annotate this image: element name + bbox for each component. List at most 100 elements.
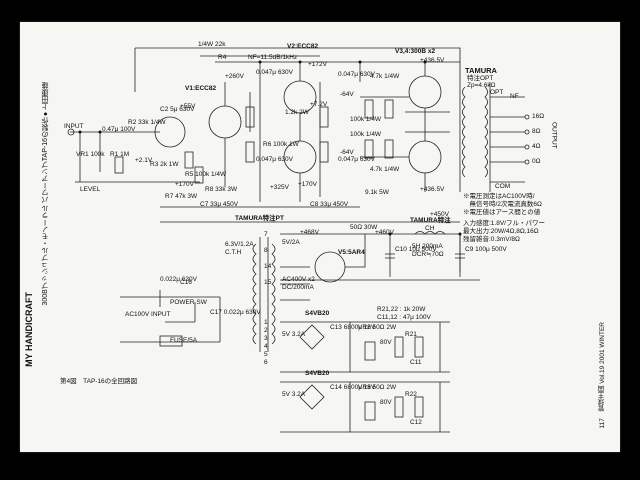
r6-label: R6 100k 1W [263,141,299,148]
voltage-14: -64V [340,91,354,98]
c6-label: 0.047μ 630V [338,156,375,163]
pin-15: 15 [264,279,272,286]
c8-label: C8 33μ 450V [310,201,349,208]
voltage-12: +468V [300,229,319,236]
pt-tap-3: 5V/2A [282,239,300,246]
pin-3: 3 [264,335,268,342]
note-1: ※電圧測定はAC100V時/ [463,193,535,200]
voltage-4: +170V [175,181,194,188]
c11-name: C11 [410,359,422,366]
voltage-6: +325V [270,184,289,191]
c17-label: C17 0.022μ 630V [210,309,261,316]
note-4: 入力感度:1.8V/フル・パワー [463,220,545,227]
pin-6: 6 [264,359,268,366]
c3-label: 0.047μ 630V [256,69,293,76]
vr3-label: VR3 50Ω 2W [358,384,397,391]
pin-5: 5 [264,351,268,358]
note-5: 最大出力:20W/4Ω,8Ω,16Ω [463,228,539,235]
pt-tap-4: AC400V x2 [282,276,315,283]
pt-tap-5: DC/200mA [282,284,314,291]
v1-label: V1:ECC82 [185,85,217,92]
r14-label: 100k 1/4W [350,131,382,138]
opt-z: Zp=4.6kΩ [467,82,496,89]
c1-label: 0.47μ 100V [102,126,136,133]
note-2: 無信号時/2次電流真数6Ω [463,201,542,208]
voltage-7: +172V [308,61,327,68]
ch-dcr: DCR≒70Ω [412,251,444,258]
c14-label: C14 6800μ 16V [330,384,376,391]
brand-label: MY HANDICRAFT [24,292,34,367]
vr1-label: VR1 100k [76,151,105,158]
tap-0: 0Ω [532,158,541,165]
pt-tap-2: C.T.H [225,249,242,256]
com-label: COM [495,183,511,190]
r3-label: R3 2k 1W [150,161,179,168]
ch-spec: 5H 200mA [412,243,443,250]
pin-2: 2 [264,327,268,334]
r22-name: R22 [405,391,417,398]
c7-label: C7 33μ 450V [200,201,239,208]
level-label: LEVEL [80,186,101,193]
article-title: 300Bプッシュプル・モノーラル パワーアンプTAP-16の製作●上田康雄 [42,82,49,306]
c4-label: 0.047μ 630V [256,156,293,163]
power-sw-label: POWER SW [170,299,207,306]
pin-4: 4 [264,343,268,350]
c12-name: C12 [410,419,422,426]
r9-label: 9.1k 5W [365,189,389,196]
r12-label: 4.7k 1/4W [370,166,400,173]
r20-label: 50Ω 30W [350,224,378,231]
voltage-9: +436.5V [420,57,445,64]
heater-tap-1: 5V 3.2A [282,331,306,338]
voltage-8: +7.2V [310,101,328,108]
input-label: INPUT [64,123,84,130]
pin-1: 1 [264,319,268,326]
pt-label: TAMURA特注PT [235,215,284,222]
r7-label: R7 47k 3W [165,193,198,200]
c5-label: 0.047μ 630V [338,71,375,78]
magazine-page: MY HANDICRAFT 300Bプッシュプル・モノーラル パワーアンプTAP… [20,22,620,452]
r5-label: R5 100k 1/4W [185,171,227,178]
voltage-10: +436.5V [420,186,445,193]
note-6: 残留雑音:0.3mV/8Ω [463,236,520,243]
page-footer: 117 管球王国 Vol.19 2001 WINTER [599,322,606,429]
r4-name: R4 [218,54,227,61]
note-3: ※電圧値はアース間との値 [463,209,541,216]
vr2-label: VR2 50Ω 2W [358,324,397,331]
opt-note: 特注OPT [467,75,494,82]
r1-label: R1 1M [110,151,130,158]
c2-label: C2 5μ 630V [160,106,195,113]
r2-label: R2 33k 1/4W [128,119,166,126]
voltage-11: +450V [430,211,449,218]
pt-tap-1: 6.3V/1.2A [225,241,254,248]
c15-label: 0.022μ 630V [160,276,197,283]
r8-label: R8 33k 3W [205,186,238,193]
fuse-label: FUSE/5A [170,337,198,344]
tap-4: 4Ω [532,143,541,150]
r4-value: 1/4W 22k [198,41,226,48]
voltage-5: +170V [298,181,317,188]
c13-label: C13 6800μ 16V [330,324,376,331]
opt-brand: TAMURA [465,66,497,75]
pin-14: 14 [264,263,272,270]
r21-label: R21,22 : 1k 20W [377,306,426,313]
tap-16: 16Ω [532,113,545,120]
bridge-label-2: S4VB20 [305,370,330,377]
voltage-3: +2.1V [135,157,153,164]
tap-8: 8Ω [532,128,541,135]
pin-7: 7 [264,231,268,238]
ac-input-label: AC100V INPUT [125,311,171,318]
c9-label: C9 100μ 500V [465,246,507,253]
v80-label-2: 80V [380,399,392,406]
r21-name: R21 [405,331,417,338]
v2-label: V2:ECC82 [287,43,319,50]
c11-label: C11,12 : 47μ 100V [377,314,431,321]
r11-label: 4.7k 1/4W [370,73,400,80]
nf-label: NF=11.5dB/1kHz [248,54,298,61]
c10-label: C10 10μ 500V [395,246,437,253]
r13-label: 100k 1/4W [350,116,382,123]
figure-caption: 第4図 TAP-16の全回路図 [60,378,138,385]
c16-label: C16 [180,279,192,286]
heater-tap-2: 5V 3.2A [282,391,306,398]
circuit-schematic [67,47,530,433]
voltage-1: +260V [225,73,244,80]
